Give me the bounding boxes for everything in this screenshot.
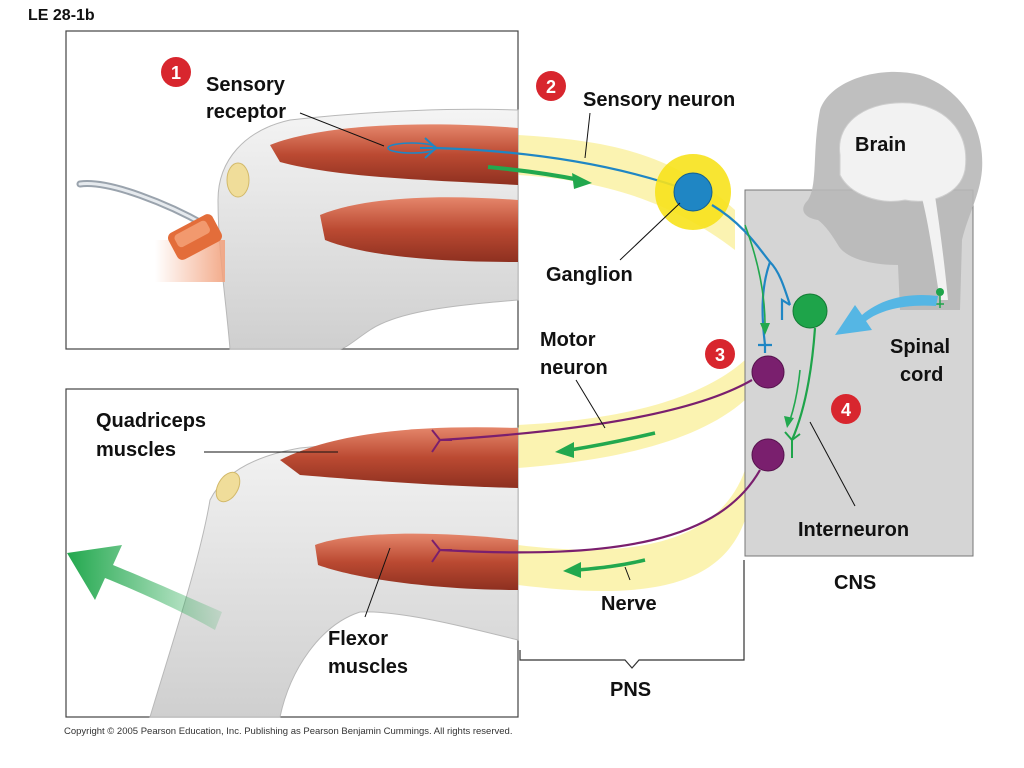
step-badge-1: 1 [161,57,191,87]
impulse-arrow-flexor [577,558,646,572]
step-badge-4: 4 [831,394,861,424]
reflex-hammer [76,180,225,282]
svg-text:1: 1 [171,63,181,83]
label-motor-neuron-line1: Motor [540,329,596,351]
panel-knee-tap [65,30,592,350]
motor-neuron-cell-body-lower [751,438,785,472]
label-quadriceps-line2: muscles [96,439,176,461]
impulse-arrow-sensory [487,165,581,182]
motor-neuron-quadriceps [431,355,785,453]
svg-text:2: 2 [546,77,556,97]
label-sensory-neuron: Sensory neuron [583,89,735,111]
label-motor-neuron-line2: neuron [540,357,608,379]
interneuron [744,224,828,458]
copyright-notice: Copyright © 2005 Pearson Education, Inc.… [64,726,512,737]
impulse-arrow-quadriceps [569,431,656,452]
label-nerve: Nerve [601,593,657,615]
patella-lower [215,471,241,503]
label-spinal-cord-line2: cord [900,364,943,386]
nerve-bands [518,135,745,592]
label-pns: PNS [610,679,651,701]
step-badge-2: 2 [536,71,566,101]
label-brain: Brain [855,134,906,156]
label-flexor-line2: muscles [328,656,408,678]
label-flexor-line1: Flexor [328,628,388,650]
spinal-cord-shape [922,196,948,300]
interneuron-cell-body [792,293,828,329]
label-spinal-cord-line1: Spinal [890,336,950,358]
sensory-neuron [420,137,792,353]
label-quadriceps-line1: Quadriceps [96,410,206,432]
kick-motion-arrow [67,545,222,630]
motor-neuron-cell-body-upper [751,355,785,389]
ganglion-cell-body [673,172,713,212]
label-sensory-receptor-line1: Sensory [206,74,286,96]
leader-lines [204,112,856,618]
brain-icon [839,102,967,202]
quadriceps-muscle [280,427,518,488]
head-silhouette [803,71,983,310]
label-interneuron: Interneuron [798,519,909,541]
label-sensory-receptor-line2: receptor [206,101,286,123]
pns-brace [519,560,745,669]
sensory-nerve-band [518,135,735,250]
label-cns: CNS [834,572,876,594]
svg-text:3: 3 [715,345,725,365]
panel-leg-kick [65,388,519,718]
figure-id: LE 28-1b [28,7,95,24]
quadriceps-muscle-upper [270,124,518,185]
step-badge-3: 3 [705,339,735,369]
patella [226,162,250,198]
motor-neuron-flexor [431,438,785,563]
motor-nerve-band-lower [518,470,745,592]
flexor-muscle [315,533,518,590]
motor-nerve-band-upper [518,360,745,468]
label-ganglion: Ganglion [546,264,633,286]
flexor-muscle-upper [320,197,518,262]
svg-text:4: 4 [841,400,851,420]
spinal-cord-pointer-arrow [835,294,938,335]
spinal-cord-neuron-icon [936,288,944,296]
